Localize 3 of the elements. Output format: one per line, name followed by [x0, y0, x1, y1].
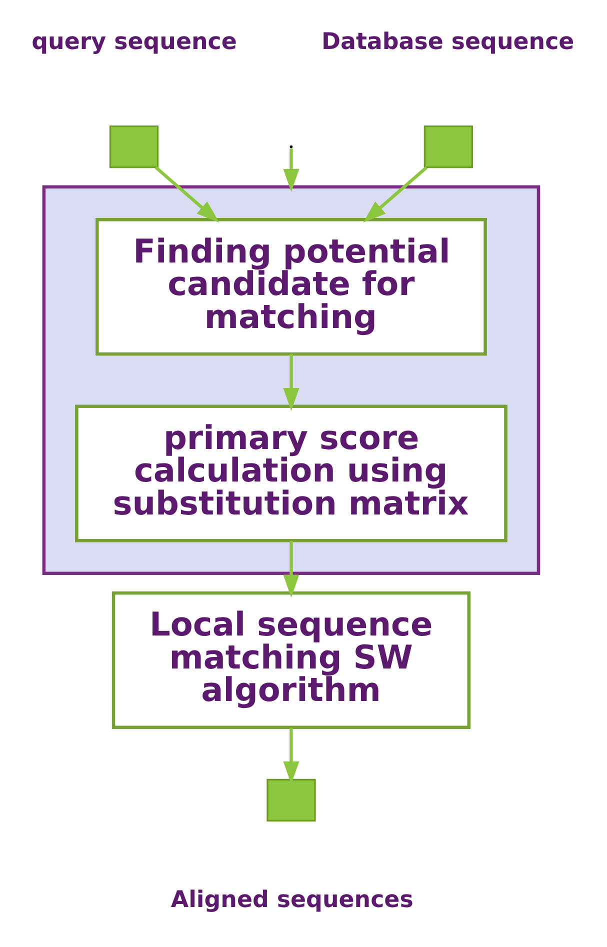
node-label: Database sequence — [322, 28, 574, 55]
node-label: Aligned sequences — [170, 886, 414, 913]
node-label: query sequence — [32, 28, 237, 55]
